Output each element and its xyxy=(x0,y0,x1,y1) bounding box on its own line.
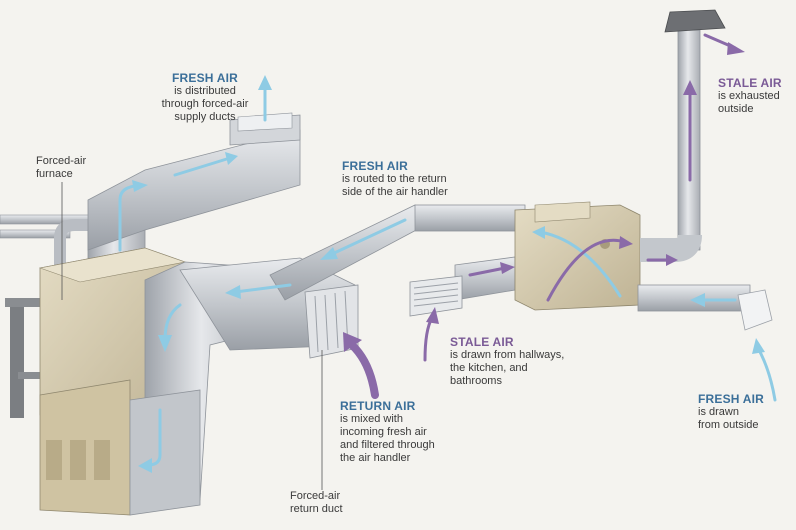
label-fresh-air-supply: FRESH AIR is distributed through forced-… xyxy=(150,72,260,124)
arrow-head xyxy=(258,75,272,90)
label-body: is drawn from hallways, the kitchen, and… xyxy=(450,349,565,387)
label-return-duct: Forced-air return duct xyxy=(290,490,343,515)
label-heading: FRESH AIR xyxy=(342,159,409,173)
fresh-air-transfer-duct xyxy=(269,204,526,301)
label-stale-air-drawn: STALE AIR is drawn from hallways, the ki… xyxy=(450,336,585,388)
exterior-ducts xyxy=(637,9,773,331)
label-body: is distributed through forced-air supply… xyxy=(161,85,249,123)
label-return-air: RETURN AIR is mixed with incoming fresh … xyxy=(340,400,465,465)
label-fresh-air-outside: FRESH AIR is drawn from outside xyxy=(698,393,788,432)
label-heading: FRESH AIR xyxy=(698,392,765,406)
label-body: is drawn from outside xyxy=(698,406,759,431)
label-heading: RETURN AIR xyxy=(340,399,416,413)
label-body: is routed to the return side of the air … xyxy=(342,173,448,198)
leader-lines xyxy=(61,182,323,490)
label-fresh-air-return: FRESH AIR is routed to the return side o… xyxy=(342,160,482,199)
label-body: is exhausted outside xyxy=(718,90,780,115)
stale-air-intake xyxy=(409,256,516,317)
label-body: is mixed with incoming fresh air and fil… xyxy=(340,413,435,464)
label-heading: STALE AIR xyxy=(450,335,514,349)
stale-air-arrows xyxy=(343,33,745,399)
gas-pipes xyxy=(0,214,96,418)
label-heading: FRESH AIR xyxy=(171,71,239,85)
label-heading: STALE AIR xyxy=(718,76,782,90)
label-stale-air-exhaust: STALE AIR is exhausted outside xyxy=(718,77,794,116)
label-furnace: Forced-air furnace xyxy=(36,155,87,180)
